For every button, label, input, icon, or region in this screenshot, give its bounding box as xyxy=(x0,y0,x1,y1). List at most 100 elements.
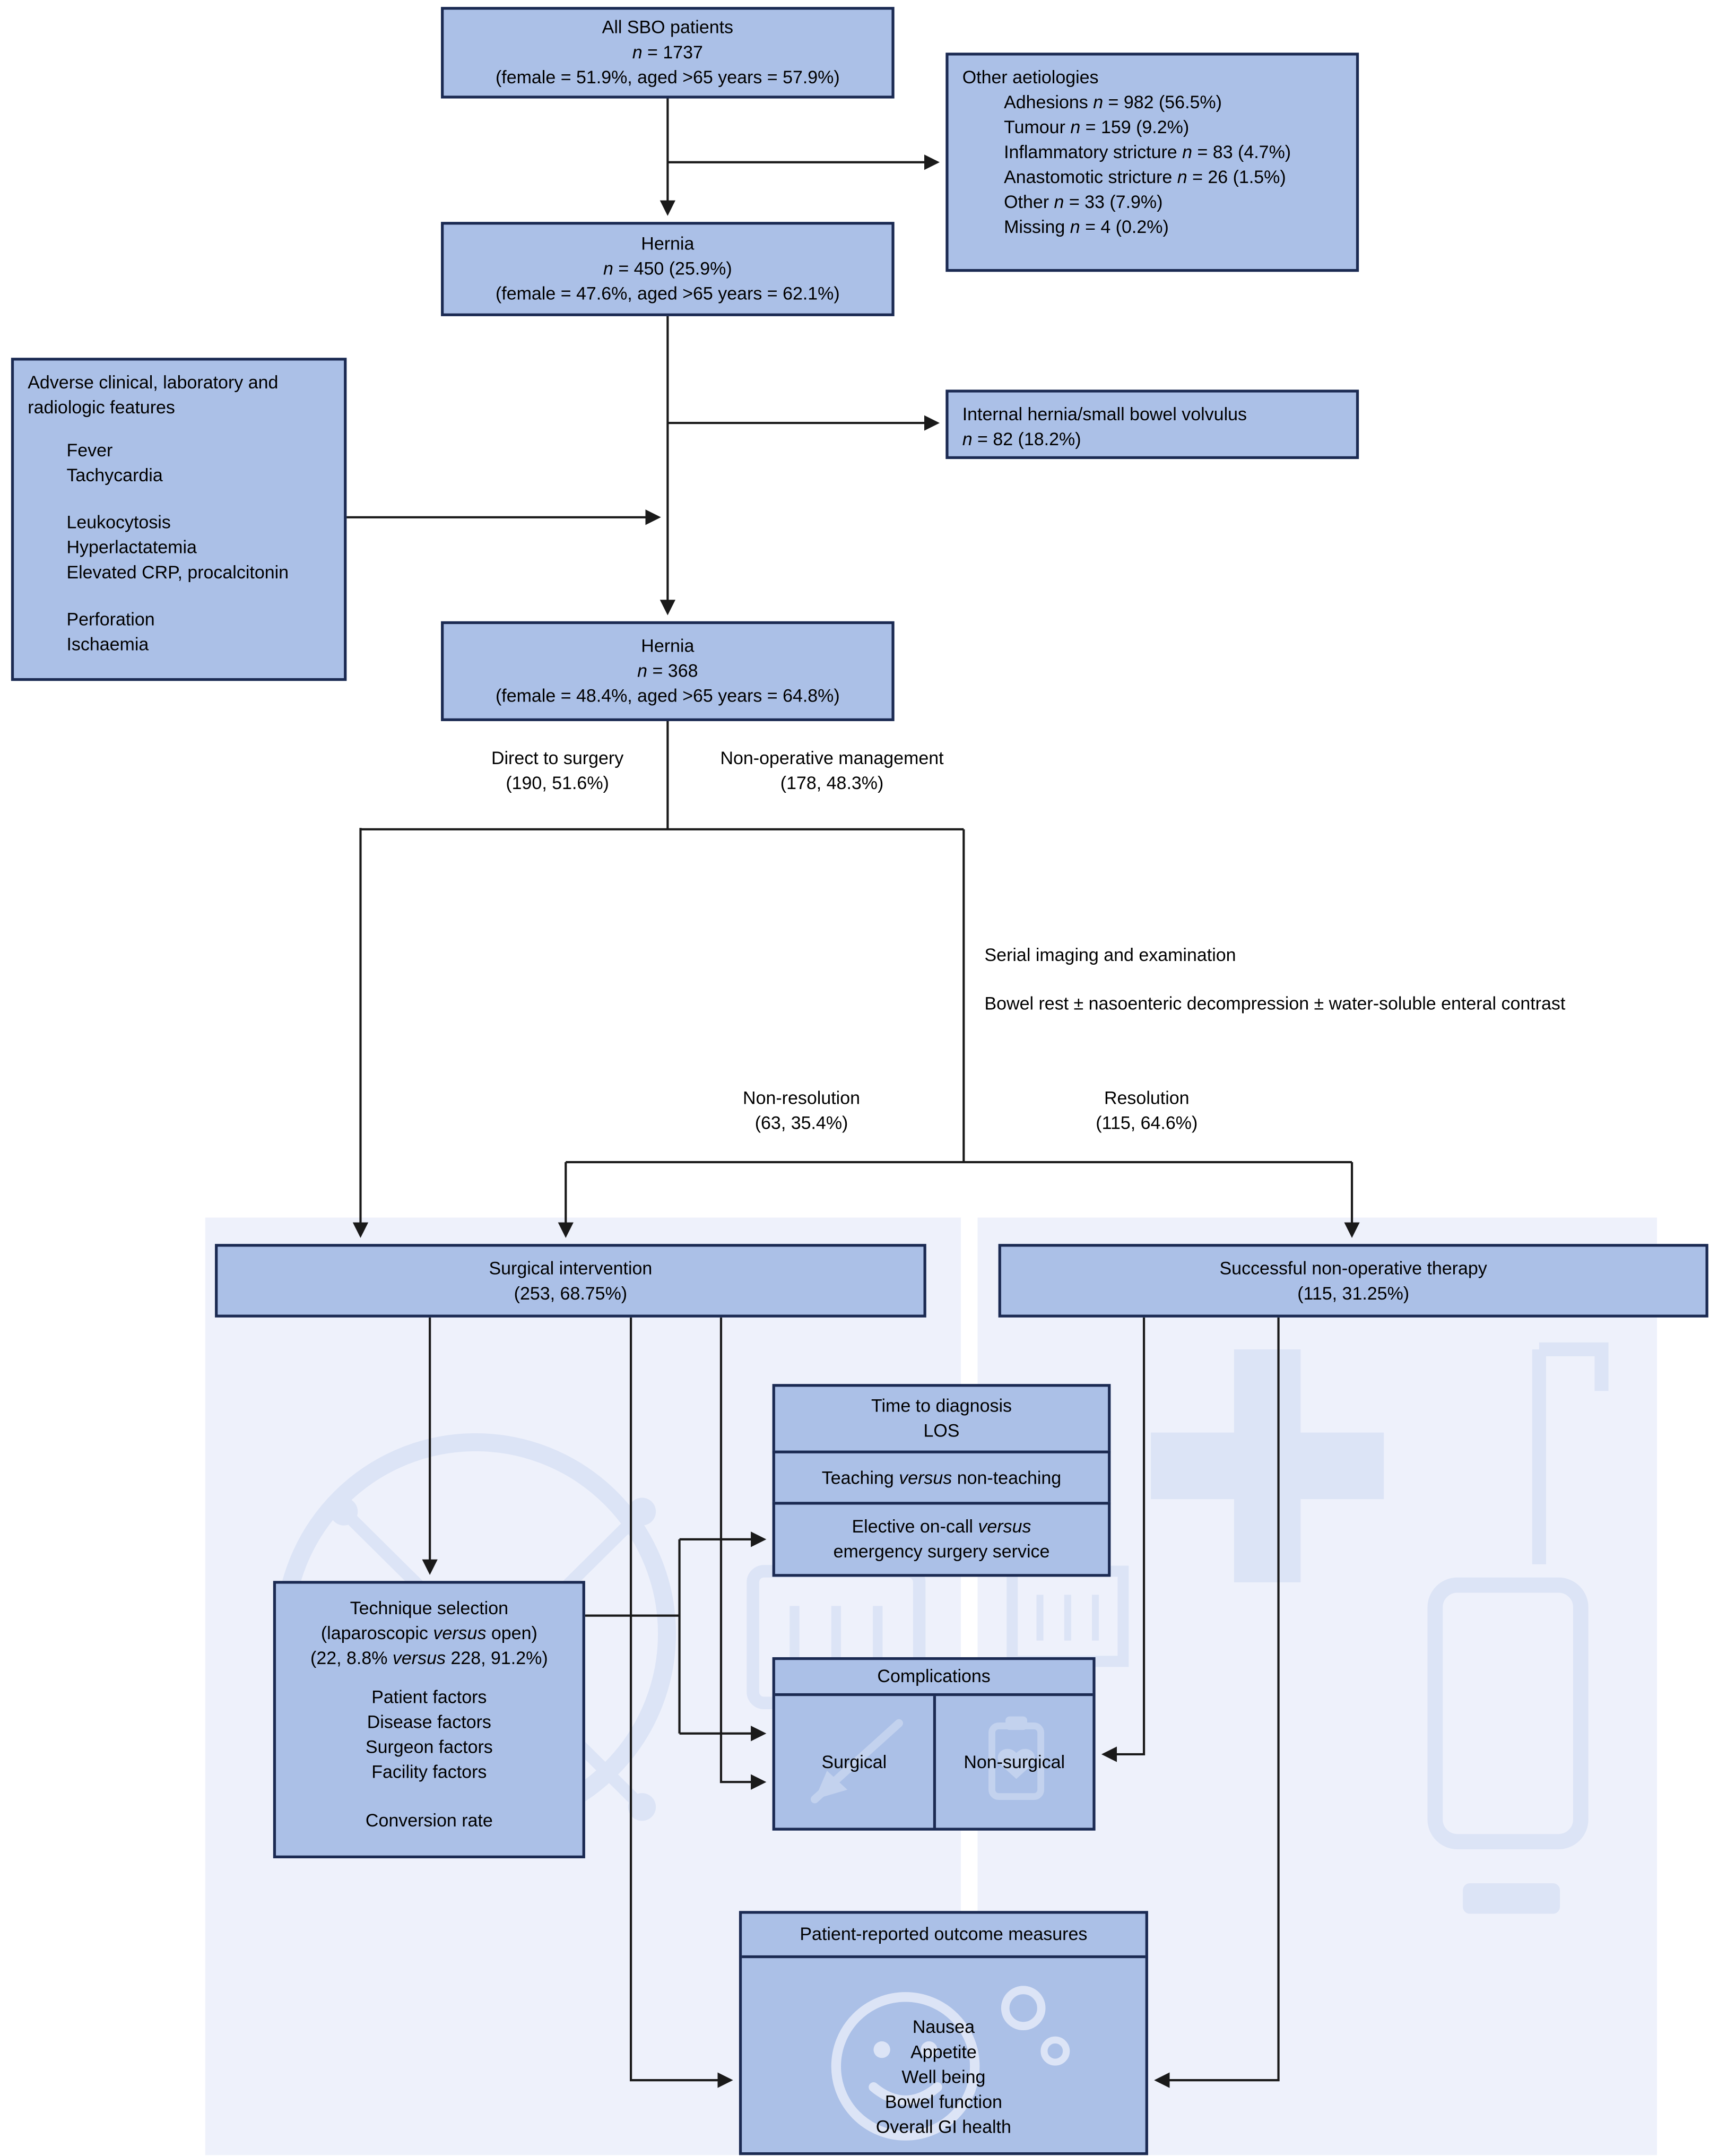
box-title: Hernia xyxy=(641,233,695,254)
elective-oncall-box: Elective on-call versus emergency surger… xyxy=(772,1502,1111,1577)
label-line: (115, 64.6%) xyxy=(1096,1112,1198,1133)
all-sbo-patients-box: All SBO patients n = 1737 (female = 51.9… xyxy=(441,7,895,99)
technique-selection-box: Technique selection (laparoscopic versus… xyxy=(273,1581,585,1858)
equipment-base-icon xyxy=(1463,1883,1560,1914)
serial-imaging-text: Serial imaging and examination xyxy=(984,944,1236,965)
connector xyxy=(719,1317,767,1790)
box-title: Teaching versus non-teaching xyxy=(821,1466,1062,1487)
cell-label: Non-surgical xyxy=(964,1751,1065,1772)
factor-list: Patient factors Disease factors Surgeon … xyxy=(366,1685,493,1785)
non-operative-management-label: Non-operative management (178, 48.3%) xyxy=(680,746,985,796)
complications-cells: Surgical Non-surgical xyxy=(775,1693,1093,1828)
other-aetiologies-box: Other aetiologies Adhesions n = 982 (56.… xyxy=(945,53,1359,272)
feature-group: Fever Tachycardia xyxy=(28,438,330,488)
label-line: Non-resolution xyxy=(743,1087,861,1109)
resolution-label: Resolution (115, 64.6%) xyxy=(1056,1086,1237,1136)
clipboard-heart-icon xyxy=(988,1716,1045,1800)
stat-line: n = 82 (18.2%) xyxy=(962,428,1081,449)
factor-item: Facility factors xyxy=(371,1761,487,1782)
medical-watermark-right xyxy=(1006,1342,1609,1914)
connector xyxy=(630,1317,733,2088)
aetiology-item: Inflammatory stricture n = 83 (4.7%) xyxy=(1004,141,1291,162)
prom-item: Appetite xyxy=(910,2041,977,2063)
box-title: emergency surgery service xyxy=(833,1540,1050,1562)
box-title: Other aetiologies xyxy=(962,66,1099,88)
medical-cross-icon xyxy=(1151,1349,1384,1582)
conversion-rate-line: Conversion rate xyxy=(365,1809,493,1830)
box-title: All SBO patients xyxy=(602,16,734,38)
cell-label: Surgical xyxy=(821,1751,887,1772)
complications-title: Complications xyxy=(877,1665,991,1686)
label-line: Resolution xyxy=(1104,1087,1190,1109)
time-to-diagnosis-los-box: Time to diagnosis LOS xyxy=(772,1384,1111,1453)
stat-line: (laparoscopic versus open) xyxy=(320,1622,537,1643)
prom-item: Nausea xyxy=(912,2016,975,2038)
complications-surgical-cell: Surgical xyxy=(775,1696,936,1828)
label-line: (178, 48.3%) xyxy=(780,772,884,793)
label-line: Direct to surgery xyxy=(491,747,624,768)
box-title: Successful non-operative therapy xyxy=(1219,1257,1487,1278)
box-title: Internal hernia/small bowel volvulus xyxy=(962,403,1247,425)
factor-item: Disease factors xyxy=(367,1711,491,1732)
aetiology-item: Tumour n = 159 (9.2%) xyxy=(1004,116,1190,137)
stat-line: (253, 68.75%) xyxy=(514,1282,628,1303)
bowel-rest-text: Bowel rest ± nasoenteric decompression ±… xyxy=(984,993,1566,1014)
stat-line: n = 368 xyxy=(637,660,698,681)
smiley-face-icon xyxy=(831,1986,1070,2141)
internal-hernia-box: Internal hernia/small bowel volvulus n =… xyxy=(945,389,1359,460)
hernia-368-box: Hernia n = 368 (female = 48.4%, aged >65… xyxy=(441,621,895,721)
label-line: Non-operative management xyxy=(720,747,944,768)
direct-to-surgery-label: Direct to surgery (190, 51.6%) xyxy=(447,746,669,796)
stat-line: n = 1737 xyxy=(632,41,703,63)
feature-item: Hyperlactatemia xyxy=(66,536,197,557)
factor-item: Patient factors xyxy=(371,1686,487,1707)
successful-nonoperative-therapy-box: Successful non-operative therapy (115, 3… xyxy=(998,1244,1708,1318)
teaching-vs-nonteaching-box: Teaching versus non-teaching xyxy=(772,1450,1111,1505)
stat-line: (female = 47.6%, aged >65 years = 62.1%) xyxy=(495,283,840,304)
box-title: Technique selection xyxy=(350,1597,509,1618)
box-title: Adverse clinical, laboratory and radiolo… xyxy=(28,371,279,418)
feature-item: Elevated CRP, procalcitonin xyxy=(66,561,289,582)
feature-item: Perforation xyxy=(66,608,155,629)
scalpel-icon xyxy=(810,1719,903,1804)
prom-item: Well being xyxy=(901,2066,986,2088)
prom-item: Bowel function xyxy=(884,2091,1002,2112)
connector xyxy=(1154,1317,1280,2088)
feature-item: Ischaemia xyxy=(66,633,149,654)
box-title: LOS xyxy=(923,1420,960,1441)
complications-nonsurgical-cell: Non-surgical xyxy=(936,1696,1092,1828)
prom-box: Patient-reported outcome measures Nausea… xyxy=(739,1911,1148,2155)
aetiology-list: Adhesions n = 982 (56.5%) Tumour n = 159… xyxy=(962,90,1342,239)
prom-body: Nausea Appetite Well being Bowel functio… xyxy=(742,1958,1145,2152)
aetiology-item: Other n = 33 (7.9%) xyxy=(1004,191,1163,212)
adverse-features-box: Adverse clinical, laboratory and radiolo… xyxy=(11,358,347,681)
feature-item: Tachycardia xyxy=(66,464,163,486)
aetiology-item: Missing n = 4 (0.2%) xyxy=(1004,215,1169,237)
box-title: Hernia xyxy=(641,635,695,656)
oxygen-tank-icon xyxy=(1427,1577,1589,1849)
stat-line: (female = 51.9%, aged >65 years = 57.9%) xyxy=(495,66,840,88)
stat-line: (female = 48.4%, aged >65 years = 64.8%) xyxy=(495,685,840,706)
box-title: Elective on-call versus xyxy=(852,1516,1031,1537)
feature-item: Fever xyxy=(66,439,113,461)
label-line: (63, 35.4%) xyxy=(754,1112,848,1133)
stat-line: n = 450 (25.9%) xyxy=(603,258,732,279)
feature-group: Leukocytosis Hyperlactatemia Elevated CR… xyxy=(28,510,330,585)
box-title: Surgical intervention xyxy=(489,1257,653,1278)
hernia-450-box: Hernia n = 450 (25.9%) (female = 47.6%, … xyxy=(441,222,895,316)
instrument-handle-icon xyxy=(628,1497,656,1526)
instrument-handle-icon xyxy=(329,1497,358,1526)
factor-item: Surgeon factors xyxy=(365,1736,493,1757)
iv-pole-hook-icon xyxy=(1539,1342,1609,1391)
surgical-intervention-box: Surgical intervention (253, 68.75%) xyxy=(215,1244,926,1318)
feature-group: Perforation Ischaemia xyxy=(28,607,330,657)
feature-item: Leukocytosis xyxy=(66,511,171,532)
instrument-handle-icon xyxy=(628,1793,656,1821)
prom-item: Overall GI health xyxy=(875,2116,1011,2137)
complications-box: Complications Surgical Non-surgical xyxy=(772,1657,1096,1831)
aetiology-item: Adhesions n = 982 (56.5%) xyxy=(1004,91,1222,112)
aetiology-item: Anastomotic stricture n = 26 (1.5%) xyxy=(1004,166,1286,187)
prom-title: Patient-reported outcome measures xyxy=(742,1913,1146,1959)
